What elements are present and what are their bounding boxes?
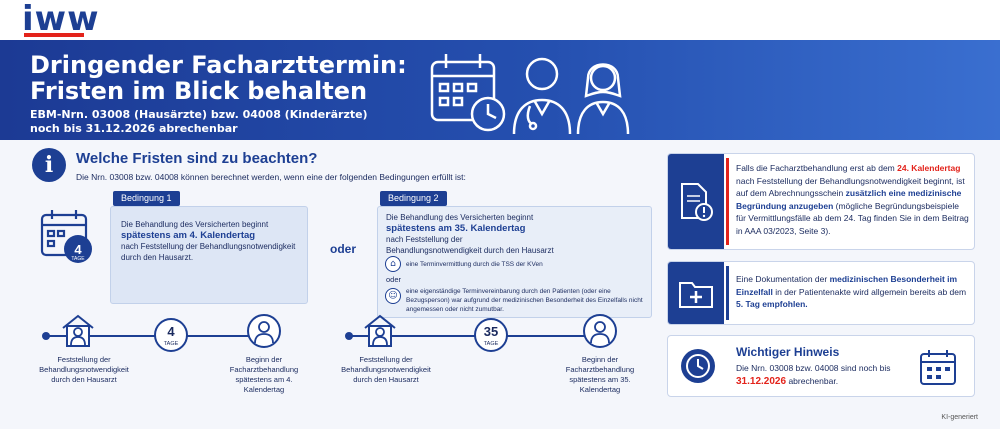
subtitle-line-1: EBM-Nrn. 03008 (Hausärzte) bzw. 04008 (K… [30,108,368,121]
person-icon: ☺ [385,288,401,304]
condition-2-or: oder [386,275,402,284]
timeline-2-badge-number: 35 [483,324,499,339]
document-warning-icon [681,183,713,221]
page-title: Dringender Facharzttermin: Fristen im Bl… [30,51,407,105]
male-doctor-icon [512,57,572,135]
timeline-1-start-label: Feststellung der Behandlungsnotwendigkei… [39,355,129,384]
house-doctor-icon [62,314,94,347]
hero-illustration [430,54,630,135]
panel-1-text-1: Falls die Facharztbehandlung erst ab dem [736,163,898,173]
timeline-2-start-label: Feststellung der Behandlungsnotwendigkei… [341,355,431,384]
medical-folder-icon [679,282,713,308]
info-panel-24-day: Falls die Facharztbehandlung erst ab dem… [667,153,975,250]
condition-2-option-1: eine Terminvermittlung durch die TSS der… [406,261,543,268]
panel-1-accent-bar [726,158,729,245]
condition-1-box: Die Behandlung des Versicherten beginnt … [110,206,308,304]
or-separator: oder [330,242,357,256]
condition-2-tag: Bedingung 2 [380,191,447,206]
info-icon: i [32,148,66,182]
condition-1-highlight: spätestens am 4. Kalendertag [121,230,256,241]
condition-2-highlight: spätestens am 35. Kalendertag [386,223,526,234]
calendar-4-unit: TAGE [71,256,85,262]
timeline-2-line [350,335,590,337]
doctor-icon [583,314,617,348]
info-panel-documentation: Eine Dokumentation der medizinischen Bes… [667,261,975,325]
panel-2-text: Eine Dokumentation der medizinischen Bes… [736,273,970,311]
condition-1-text-2: nach Feststellung der Behandlungsnotwend… [121,242,296,262]
important-note-text: Die Nrn. 03008 bzw. 04008 sind noch bis … [736,362,916,388]
panel-2-accent-bar [726,266,729,320]
panel-1-text: Falls die Facharztbehandlung erst ab dem… [736,162,970,237]
condition-2-option-2: eine eigenständige Terminvereinbarung du… [406,288,643,313]
section-intro: Die Nrn. 03008 bzw. 04008 können berechn… [76,172,466,182]
timeline-1-badge-unit: TAGE [163,341,179,347]
panel-2-blue-2: 5. Tag empfohlen. [736,299,808,309]
panel-1-text-2: nach Feststellung der Behandlungsnotwend… [736,175,965,199]
panel-2-text-2: in der Patientenakte wird allgemein bere… [772,286,967,297]
timeline-1-end-label: Beginn der Facharztbehandlung spätestens… [229,355,299,394]
important-note-date: 31.12.2026 [736,375,787,387]
timeline-1-start-dot [42,332,50,340]
condition-1-text-1: Die Behandlung des Versicherten beginnt [121,220,269,229]
timeline-2-badge-unit: TAGE [483,341,499,347]
ai-generated-note: KI-generiert [941,414,978,421]
female-doctor-icon [576,63,630,135]
page-subtitle: EBM-Nrn. 03008 (Hausärzte) bzw. 04008 (K… [30,108,370,136]
subtitle-line-2: noch bis 31.12.2026 abrechenbar [30,122,238,135]
important-note-text-2: abrechenbar. [788,375,839,386]
timeline-1-badge: 4 TAGE [154,318,188,352]
section-title: Welche Fristen sind zu beachten? [76,150,318,167]
important-note-title: Wichtiger Hinweis [736,345,840,359]
panel-2-blue-1: medizinischen Besonderheit im Einzelfall [736,274,958,297]
calendar-4-number: 4 [74,242,82,257]
logo: iww [22,0,100,39]
building-icon: ⌂ [385,256,401,272]
important-note-panel: Wichtiger Hinweis Die Nrn. 03008 bzw. 04… [667,335,975,397]
panel-1-text-3: (mögliche Begründungsbeispiele für Vermi… [736,200,969,236]
condition-1-tag: Bedingung 1 [113,191,180,206]
panel-1-blue-1: zusätzlich eine medizinische Begründung … [736,188,962,211]
clock-icon [681,349,715,383]
timeline-1-badge-number: 4 [167,324,175,339]
timeline-1-line [48,335,248,337]
panel-1-red-1: 24. Kalendertag [897,163,961,173]
top-bar: iww [0,0,1000,40]
condition-2-text-1: Die Behandlung des Versicherten beginnt [386,213,534,222]
calendar-clock-icon [430,54,506,132]
timeline-2-end-label: Beginn der Facharztbehandlung spätestens… [565,355,635,394]
house-doctor-icon [364,314,396,347]
important-note-text-1: Die Nrn. 03008 bzw. 04008 sind noch bis [736,363,891,373]
timeline-2-start-dot [345,332,353,340]
hero-banner: Dringender Facharzttermin: Fristen im Bl… [0,40,1000,140]
logo-underline [24,33,84,37]
panel-2-text-1: Eine Dokumentation der [736,274,830,284]
timeline-2-badge: 35 TAGE [474,318,508,352]
condition-2-box: Die Behandlung des Versicherten beginnt … [377,206,652,318]
doctor-icon [247,314,281,348]
calendar-icon [920,350,956,385]
calendar-4-days-icon [40,210,92,263]
